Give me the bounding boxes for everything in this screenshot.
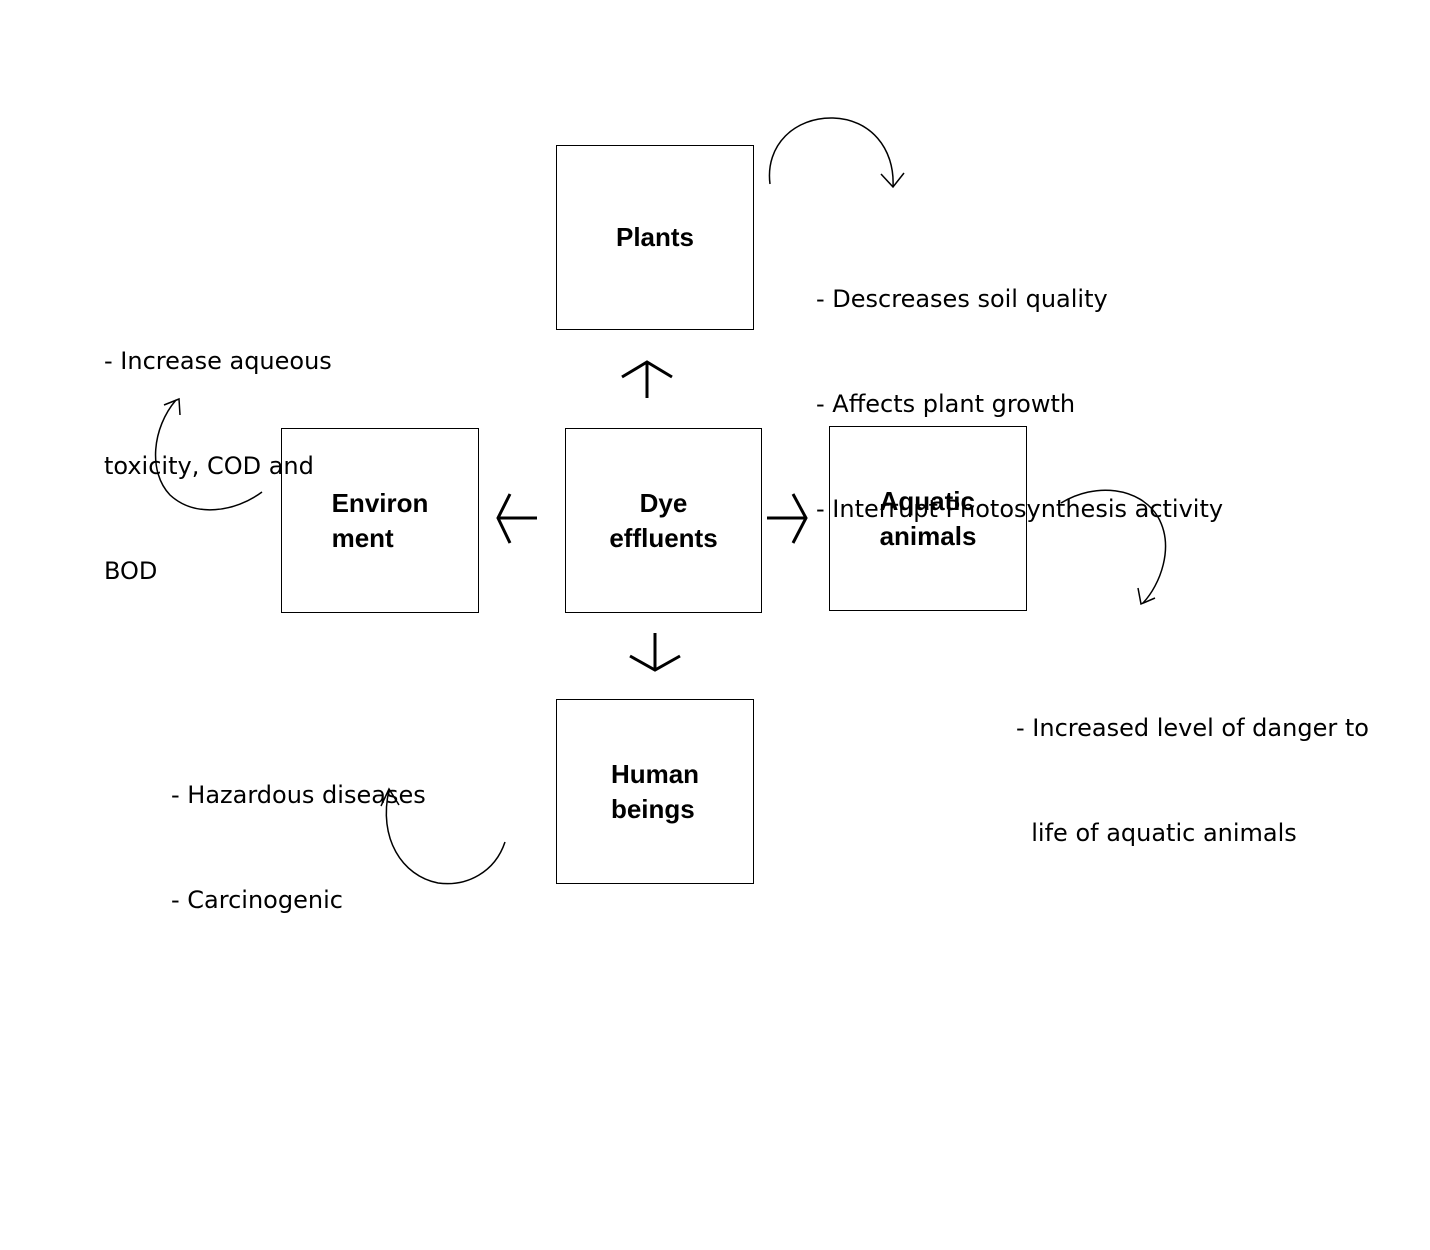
arrow-to-human (629, 633, 681, 672)
note-human-line: - Hazardous diseases (171, 781, 426, 809)
curved-arrow-human (380, 787, 506, 885)
note-plants-line: - Interrupt Photosynthesis activity (816, 495, 1224, 523)
node-plants: Plants (556, 145, 754, 330)
note-environment-line: BOD (104, 557, 158, 585)
arrow-to-environment (496, 493, 537, 544)
note-aquatic-line: - Increased level of danger to (1016, 714, 1369, 742)
note-environment-line: toxicity, COD and (104, 452, 314, 480)
node-dye-effluents-label: Dye effluents (609, 487, 718, 553)
node-human-beings: Human beings (556, 699, 754, 884)
curved-arrow-plants (768, 117, 905, 189)
node-human-beings-label: Human beings (610, 758, 700, 824)
node-aquatic-animals: Aquatic animals (829, 426, 1027, 611)
arrow-to-aquatic (767, 493, 808, 544)
note-plants-line: - Descreases soil quality (816, 285, 1108, 313)
curved-arrow-environment (154, 397, 263, 511)
node-plants-label: Plants (615, 222, 695, 252)
arrow-to-plants (621, 360, 673, 398)
note-aquatic-line: life of aquatic animals (1016, 819, 1297, 847)
note-aquatic: - Increased level of danger to life of a… (1016, 641, 1369, 921)
note-plants-line: - Affects plant growth (816, 390, 1076, 418)
node-environment: Environ ment (281, 428, 479, 613)
note-plants: - Descreases soil quality - Affects plan… (816, 212, 1223, 597)
node-dye-effluents: Dye effluents (565, 428, 762, 613)
note-human-line: - Carcinogenic (171, 886, 343, 914)
note-environment: - Increase aqueous toxicity, COD and BOD (104, 274, 332, 659)
node-environment-label: Environ ment (331, 487, 429, 553)
node-aquatic-animals-label: Aquatic animals (879, 485, 977, 551)
note-human: - Hazardous diseases - Carcinogenic (171, 708, 426, 988)
curved-arrow-aquatic (1060, 489, 1167, 606)
note-environment-line: - Increase aqueous (104, 347, 332, 375)
